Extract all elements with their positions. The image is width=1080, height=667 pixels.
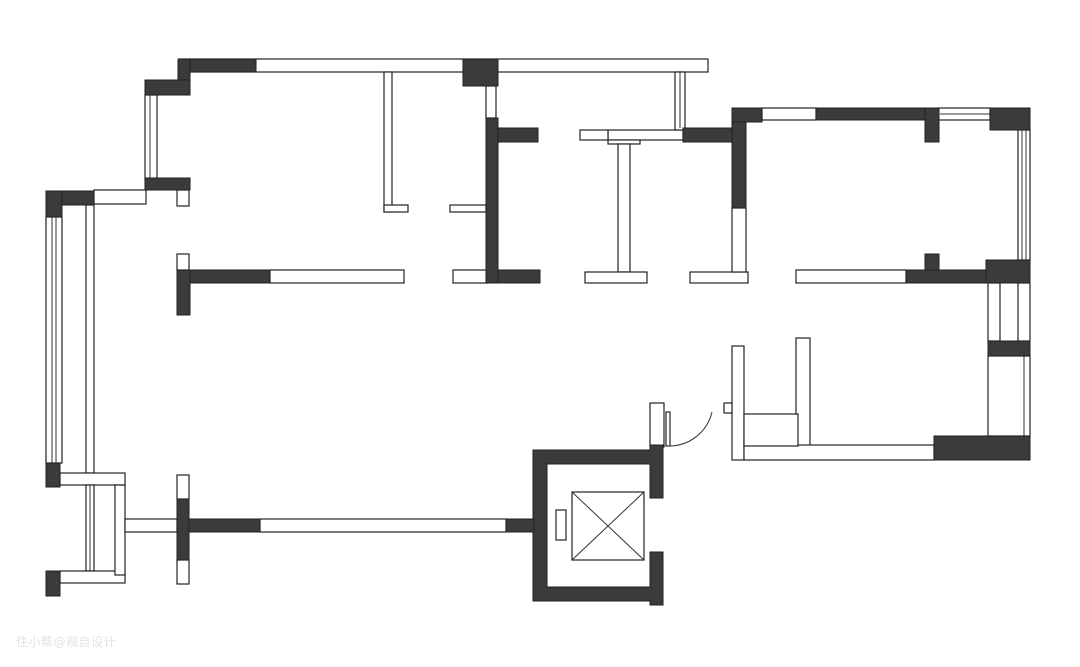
partition-wall [689, 271, 749, 284]
elevator-shaft-wall [532, 444, 664, 606]
structural-wall [188, 518, 261, 533]
partition-wall [579, 129, 609, 141]
partition-wall [987, 355, 1031, 437]
structural-wall [45, 190, 63, 218]
structural-wall [45, 570, 61, 597]
partition-wall [731, 207, 747, 273]
structural-walls [45, 58, 1031, 606]
elevator [555, 491, 645, 561]
window-glazing-lines [51, 72, 1027, 571]
partition-wall [269, 269, 405, 284]
partition-wall [617, 143, 631, 273]
structural-wall [505, 518, 535, 533]
partition-wall [743, 444, 935, 461]
structural-wall [485, 117, 499, 284]
partition-wall [795, 269, 907, 284]
partition-wall [59, 472, 126, 486]
structural-wall [985, 259, 1031, 284]
partition-wall [179, 58, 709, 73]
partition-wall [383, 71, 393, 213]
partition-wall [584, 271, 648, 284]
structural-wall [176, 269, 191, 316]
structural-wall [176, 269, 271, 284]
partition-wall [452, 269, 488, 284]
partition-wall [449, 204, 487, 213]
partition-wall [743, 413, 799, 447]
structural-wall [497, 269, 541, 284]
partition-wall [761, 107, 817, 121]
partition-wall [987, 282, 1001, 342]
elevator-cross [571, 491, 645, 561]
partition-wall [124, 518, 178, 533]
door-leaf [665, 411, 671, 447]
partition-wall [259, 518, 507, 533]
structural-wall [924, 253, 940, 271]
partition-wall [144, 94, 158, 180]
structural-wall [731, 107, 763, 123]
structural-wall [933, 435, 1031, 461]
watermark: 住小帮@观自设计 [16, 635, 117, 649]
structural-wall [924, 107, 940, 143]
partition-wall [176, 559, 190, 585]
structural-wall [144, 177, 191, 191]
structural-wall [497, 127, 539, 143]
partition-wall [649, 402, 665, 448]
structural-wall [462, 58, 499, 87]
entry-door [665, 411, 713, 447]
structural-wall [731, 107, 747, 209]
partition-wall [176, 474, 190, 500]
partition-wall [607, 139, 641, 145]
partition-wall [731, 345, 745, 461]
structural-wall [176, 498, 190, 561]
structural-wall [987, 340, 1031, 357]
partition-wall [607, 129, 684, 141]
structural-wall [989, 107, 1031, 131]
elevator-button-panel [555, 509, 567, 541]
partition-wall [723, 402, 733, 414]
structural-wall [815, 107, 939, 121]
partition-wall [1017, 282, 1031, 342]
door-swing-arc [667, 411, 713, 447]
partition-wall [45, 216, 63, 464]
partition-wall [176, 253, 190, 271]
structural-wall [144, 79, 191, 96]
partition-wall [1017, 129, 1031, 261]
structural-wall [45, 462, 61, 488]
partition-wall [114, 484, 126, 576]
partition-wall [85, 204, 95, 474]
partition-wall [176, 189, 190, 207]
partition-wall [383, 204, 409, 213]
partition-wall [93, 189, 147, 205]
partition-wall [485, 85, 497, 119]
